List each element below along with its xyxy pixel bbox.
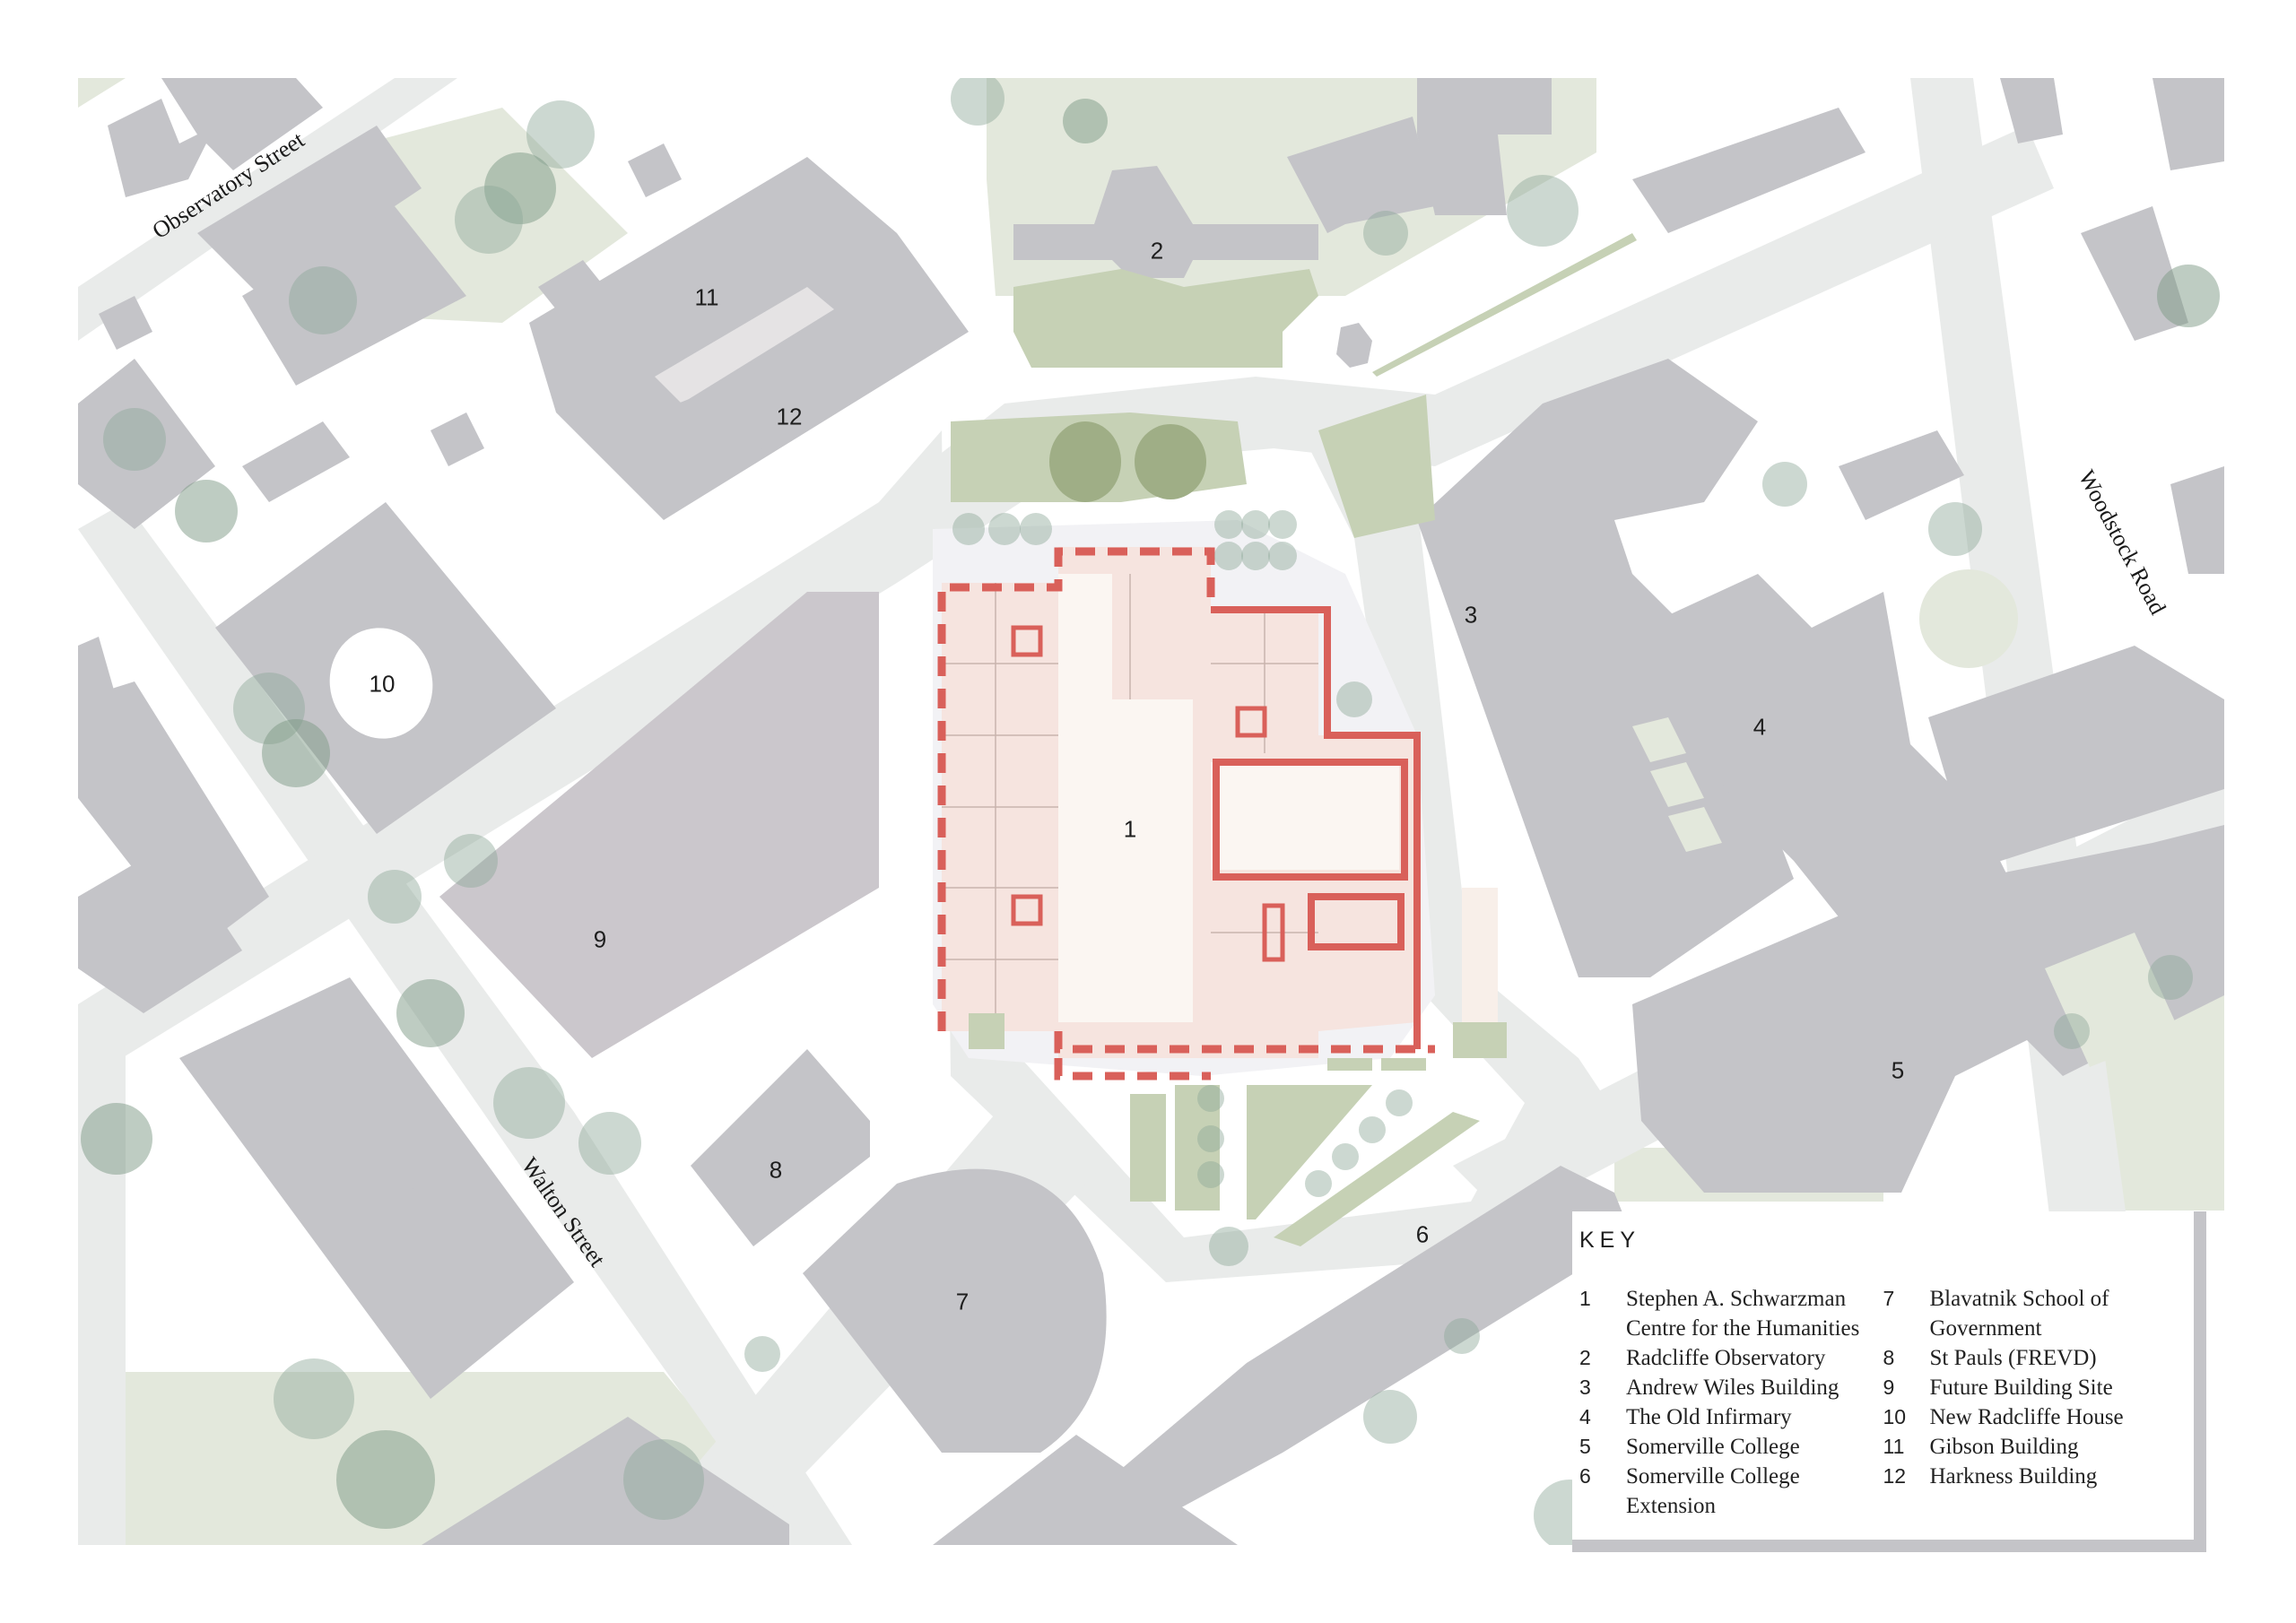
building-number-6: 6	[1415, 1220, 1430, 1248]
building-number-7: 7	[955, 1288, 970, 1315]
building-number-3: 3	[1464, 601, 1478, 629]
building-number-11: 11	[694, 283, 719, 311]
key-title: KEY	[1579, 1228, 1641, 1253]
building-number-12: 12	[776, 403, 803, 430]
map-graphic	[78, 78, 2224, 1545]
building-number-10: 10	[369, 670, 396, 698]
building-number-8: 8	[769, 1156, 783, 1184]
building-number-5: 5	[1891, 1056, 1905, 1084]
building-number-2: 2	[1150, 237, 1164, 265]
building-number-1: 1	[1123, 815, 1137, 843]
site-plan-map: Observatory Street Woodstock Road Walton…	[78, 78, 2224, 1545]
building-number-4: 4	[1752, 713, 1767, 741]
building-number-9: 9	[593, 925, 607, 953]
